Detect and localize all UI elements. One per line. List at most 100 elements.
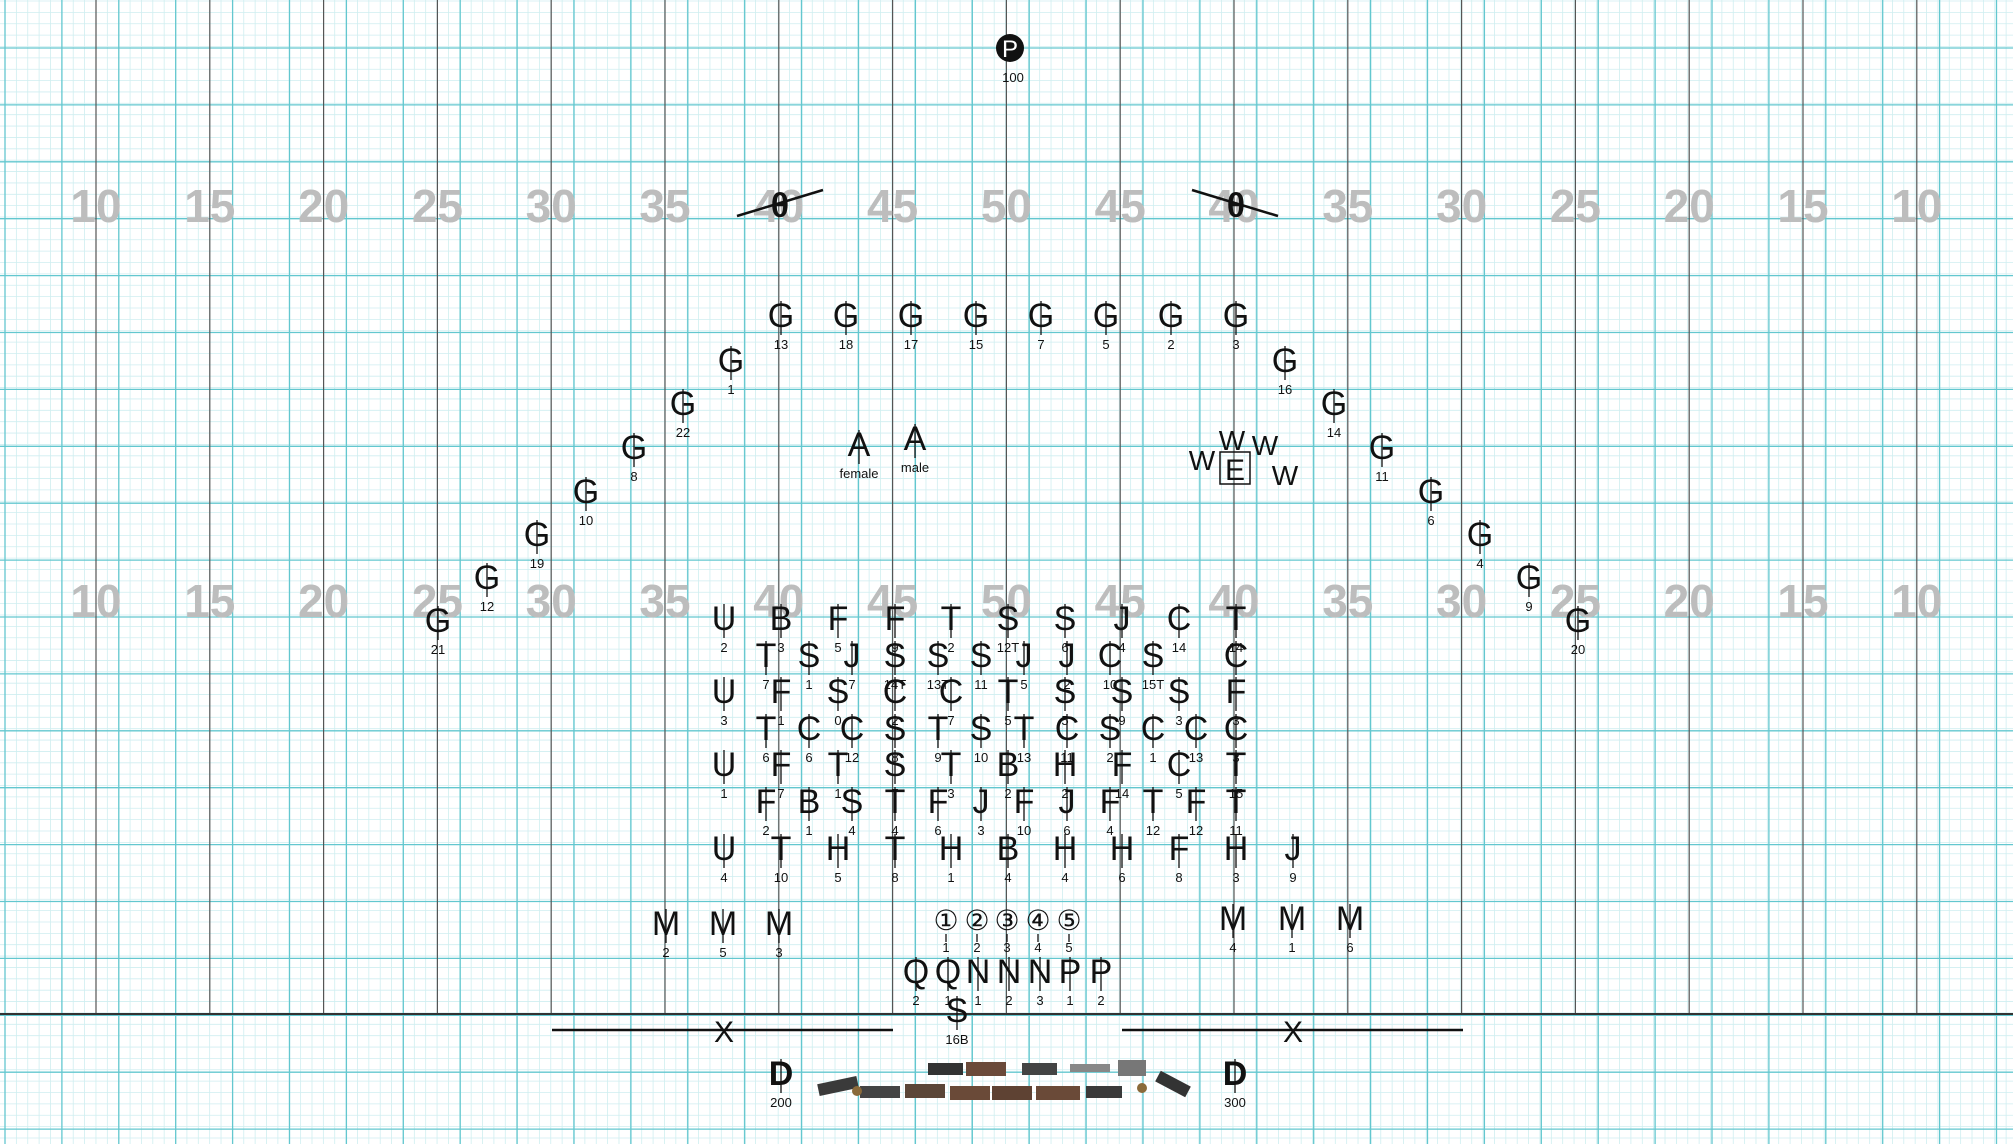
marker-c5-symbol: ⑤ [1056,905,1081,936]
block-marker-r6-6-label: 4 [1061,870,1068,885]
block-marker-r1-6-label: 5 [1020,677,1027,692]
marker-g3: G3 [1223,297,1249,352]
marker-g19-label: 19 [530,556,544,571]
block-marker-r6-2-label: 5 [834,870,841,885]
marker-p2-label: 2 [1097,993,1104,1008]
marker-m5-label: 5 [719,945,726,960]
block-marker-r0-2-label: 5 [834,640,841,655]
marker-n3: N3 [1028,953,1053,1008]
yard-number: 25 [412,180,463,232]
marker-g10: G10 [573,473,599,528]
yard-number: 15 [184,180,235,232]
marker-g22: G22 [670,385,696,440]
yard-number: 20 [298,180,349,232]
block-marker-r0-1-label: 3 [777,640,784,655]
marker-c3: ③3 [994,905,1019,955]
yard-number: 10 [1891,575,1942,627]
pit-instrument [992,1086,1032,1100]
yard-number: 35 [639,575,690,627]
block-marker-r3-0-label: 6 [762,750,769,765]
marker-g14: G14 [1321,385,1347,440]
marker-g12: G12 [474,559,500,614]
marker-m6-label: 6 [1346,940,1353,955]
marker-g14-label: 14 [1327,425,1341,440]
marker-c3-symbol: ③ [994,905,1019,936]
marker-m4-label: 4 [1229,940,1236,955]
marker-n2-label: 2 [1005,993,1012,1008]
block-marker-r2-4-label: 7 [947,713,954,728]
marker-m6: M6 [1336,900,1364,955]
marker-d300: D300 [1223,1055,1248,1110]
marker-c1-symbol: ① [933,905,958,936]
yard-number: 20 [1664,180,1715,232]
marker-g6-label: 6 [1427,513,1434,528]
marker-o-right-symbol: θ [1227,187,1245,225]
marker-g4: G4 [1467,516,1493,571]
marker-g11: G11 [1369,429,1395,484]
pit-instrument [966,1062,1006,1076]
yard-number: 30 [1436,575,1487,627]
block-marker-r0-8-label: 14 [1172,640,1186,655]
yard-number: 35 [1322,575,1373,627]
pit-instrument [1036,1086,1080,1100]
block-marker-r6-5-label: 4 [1004,870,1011,885]
marker-p100-label: 100 [1002,70,1024,85]
marker-w4: W [1272,460,1299,491]
pit-instrument [852,1086,862,1096]
yard-number: 30 [1436,180,1487,232]
marker-d200-label: 200 [770,1095,792,1110]
marker-g5-label: 5 [1102,337,1109,352]
block-marker-r6-9-label: 3 [1232,870,1239,885]
block-marker-r5-9-label: 12 [1146,823,1160,838]
block-marker-r0-0-label: 2 [720,640,727,655]
marker-w1: W [1189,445,1216,476]
yard-number: 10 [1891,180,1942,232]
marker-e1-symbol: E [1225,454,1245,487]
pit-instrument [1137,1083,1147,1093]
marker-g12-label: 12 [480,599,494,614]
marker-m2-label: 2 [662,945,669,960]
block-marker-r5-10-label: 12 [1189,823,1203,838]
block-marker-r2-1-label: 1 [777,713,784,728]
yard-number: 25 [1550,180,1601,232]
block-marker-r5-1-label: 1 [805,823,812,838]
marker-q2: Q2 [903,953,929,1008]
marker-n1-label: 1 [974,993,981,1008]
marker-m3-label: 3 [775,945,782,960]
block-marker-r1-1-label: 1 [805,677,812,692]
marker-c4-symbol: ④ [1025,905,1050,936]
marker-n3-label: 3 [1036,993,1043,1008]
yard-number: 15 [1777,180,1828,232]
block-marker-r5-5-label: 3 [977,823,984,838]
marker-g18: G18 [833,297,859,352]
block-marker-r4-0-label: 1 [720,786,727,801]
yard-number: 35 [639,180,690,232]
block-marker-r3-9-label: 1 [1149,750,1156,765]
block-marker-r3-5-label: 10 [974,750,988,765]
marker-g7: G7 [1028,297,1054,352]
marker-g6: G6 [1418,473,1444,528]
marker-x-right: X [1283,1016,1303,1049]
marker-g10-label: 10 [579,513,593,528]
block-marker-r4-5-label: 2 [1004,786,1011,801]
pit-instrument [928,1063,963,1075]
marker-o-left-symbol: θ [771,187,789,225]
marker-a-female-label: female [839,466,878,481]
marker-a-male-label: male [901,460,929,475]
block-marker-r1-5-label: 11 [974,677,988,692]
block-marker-r5-9: T12 [1143,783,1164,838]
front-ensemble-instruments [817,1060,1191,1100]
marker-g2-label: 2 [1167,337,1174,352]
marker-o-right: θ [1227,187,1245,225]
pit-instrument [1118,1060,1146,1076]
marker-n1: N1 [966,953,991,1008]
yard-number: 15 [1777,575,1828,627]
marker-g22-label: 22 [676,425,690,440]
block-marker-r4-4-label: 3 [947,786,954,801]
pit-instrument [1022,1063,1057,1075]
marker-g2: G2 [1158,297,1184,352]
yard-number: 45 [1095,180,1146,232]
block-marker-r6-1-label: 10 [774,870,788,885]
